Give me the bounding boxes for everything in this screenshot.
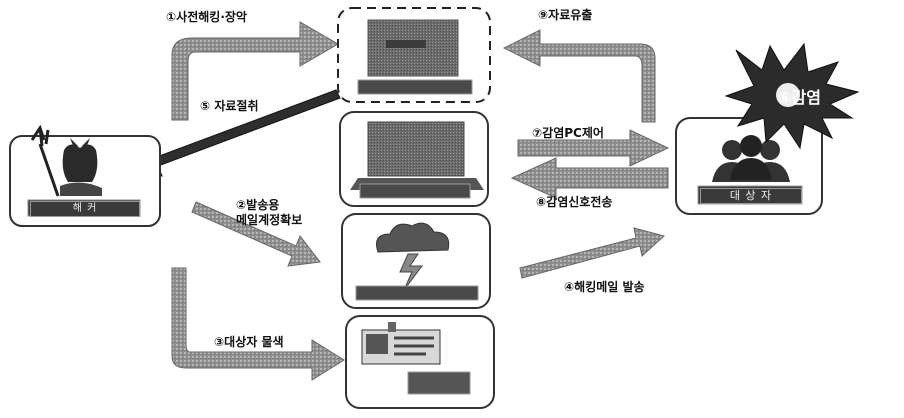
step1-label: ①사전해킹·장악	[166, 8, 247, 25]
laptop-plate	[360, 184, 470, 198]
step5-label: ⑤ 자료절취	[200, 97, 259, 114]
infection-label: ⑥감염	[778, 84, 821, 108]
arrow-step9	[504, 30, 655, 122]
hacker-label: 해 커	[30, 201, 140, 217]
document-plate	[408, 372, 470, 394]
laptop-screen-icon	[368, 122, 464, 176]
server-slot-icon	[386, 40, 426, 48]
arrow-step4	[520, 228, 664, 278]
step4-label: ④해킹메일 발송	[564, 278, 645, 295]
server-plate	[358, 80, 472, 94]
step2-label-line2: 메일계정확보	[236, 211, 302, 228]
step7-label: ⑦감염PC제어	[532, 124, 604, 141]
step9-label: ⑨자료유출	[538, 6, 592, 23]
step8-label: ⑧감염신호전송	[536, 193, 612, 210]
step3-label: ③대상자 물색	[214, 333, 284, 350]
arrow-step8	[512, 158, 668, 198]
arrow-step3	[172, 268, 344, 380]
mail-server-plate	[356, 286, 478, 300]
target-label: 대 상 자	[700, 188, 802, 204]
